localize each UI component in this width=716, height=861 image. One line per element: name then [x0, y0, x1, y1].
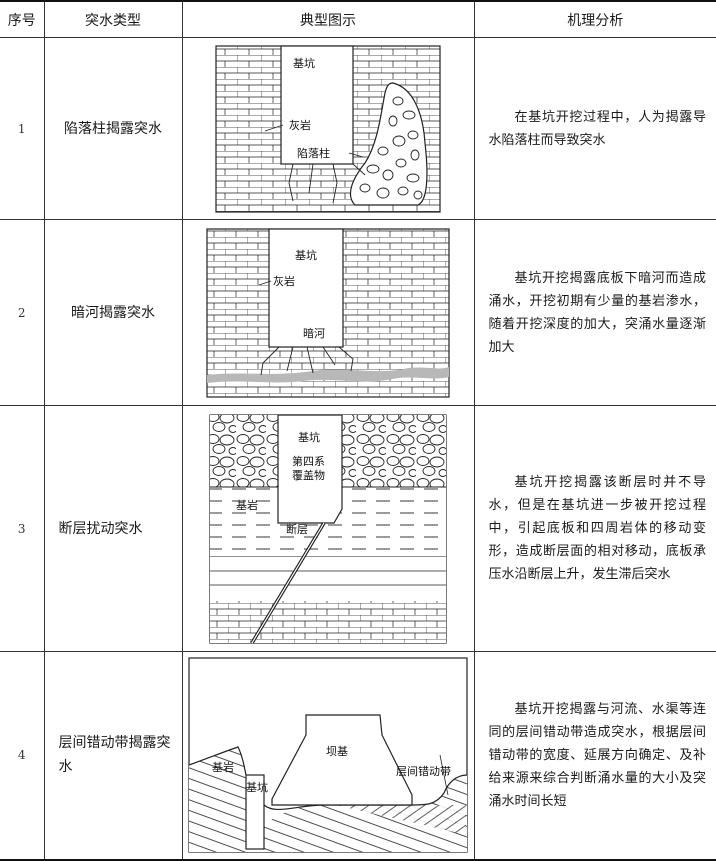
row-type: 层间错动带揭露突水 — [43, 651, 183, 861]
header-analysis: 机理分析 — [473, 0, 716, 38]
label-quaternary-cover-2: 覆盖物 — [292, 468, 325, 482]
label-karst-column: 陷落柱 — [297, 146, 330, 160]
interlayer-shear-zone-diagram: 坝基 基岩 基坑 层间错动带 — [188, 657, 468, 853]
row-analysis: 在基坑开挖过程中，人为揭露导水陷落柱而导致突水 — [473, 37, 716, 220]
label-pit: 基坑 — [295, 248, 317, 262]
table-row: 1 陷落柱揭露突水 — [0, 37, 716, 220]
header-figure: 典型图示 — [181, 0, 475, 38]
table-row: 2 暗河揭露突水 基坑 — [0, 219, 716, 406]
header-num: 序号 — [0, 0, 45, 38]
table-row: 4 层间错动带揭露突水 — [0, 651, 716, 861]
label-dam-foundation: 坝基 — [326, 744, 348, 758]
label-pit: 基坑 — [298, 430, 320, 444]
label-underground-river: 暗河 — [303, 326, 325, 340]
table-header-row: 序号 突水类型 典型图示 机理分析 — [0, 0, 716, 38]
row-num: 3 — [0, 405, 45, 652]
label-limestone: 灰岩 — [273, 274, 295, 288]
label-pit: 基坑 — [293, 56, 315, 70]
row-type: 暗河揭露突水 — [43, 219, 183, 406]
table-row: 3 断层扰动突水 — [0, 405, 716, 652]
label-limestone: 灰岩 — [289, 118, 311, 132]
row-num: 4 — [0, 651, 45, 861]
karst-column-diagram: 基坑 灰岩 陷落柱 — [215, 44, 441, 213]
row-figure: 基坑 灰岩 暗河 — [181, 219, 475, 406]
row-analysis: 基坑开挖揭露该断层时并不导水，但是在基坑进一步被开挖过程中，引起底板和四周岩体的… — [473, 405, 716, 652]
row-type: 陷落柱揭露突水 — [43, 37, 183, 220]
row-num: 2 — [0, 219, 45, 406]
header-type: 突水类型 — [43, 0, 183, 38]
row-figure: 基坑 灰岩 陷落柱 — [181, 37, 475, 220]
label-bedrock: 基岩 — [212, 760, 234, 774]
row-figure: 坝基 基岩 基坑 层间错动带 — [181, 651, 475, 861]
row-type: 断层扰动突水 — [43, 405, 183, 652]
label-fault: 断层 — [286, 522, 308, 536]
row-num: 1 — [0, 37, 45, 220]
underground-river-diagram: 基坑 灰岩 暗河 — [206, 227, 450, 398]
row-figure: 基坑 第四系 覆盖物 基岩 断层 — [181, 405, 475, 652]
label-shear-zone: 层间错动带 — [396, 764, 451, 778]
fault-disturbance-diagram: 基坑 第四系 覆盖物 基岩 断层 — [209, 413, 447, 644]
label-bedrock: 基岩 — [236, 498, 258, 512]
label-quaternary-cover-1: 第四系 — [292, 454, 325, 468]
row-analysis: 基坑开挖揭露与河流、水渠等连同的层间错动带造成突水，根据层间错动带的宽度、延展方… — [473, 651, 716, 861]
label-pit: 基坑 — [246, 780, 268, 794]
row-analysis: 基坑开挖揭露底板下暗河而造成涌水，开挖初期有少量的基岩渗水，随着开挖深度的加大，… — [473, 219, 716, 406]
